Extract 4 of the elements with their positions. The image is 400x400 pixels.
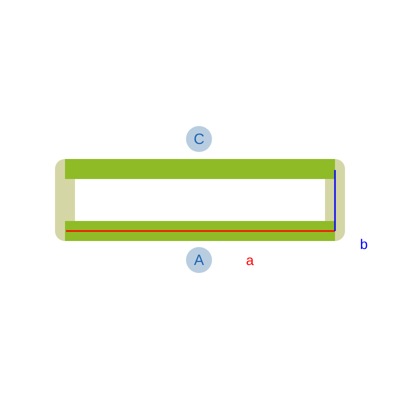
dimension-label: b <box>360 236 368 252</box>
label-circle: A <box>186 247 212 273</box>
dimension-label: a <box>246 252 254 268</box>
label-circle: C <box>186 126 212 152</box>
